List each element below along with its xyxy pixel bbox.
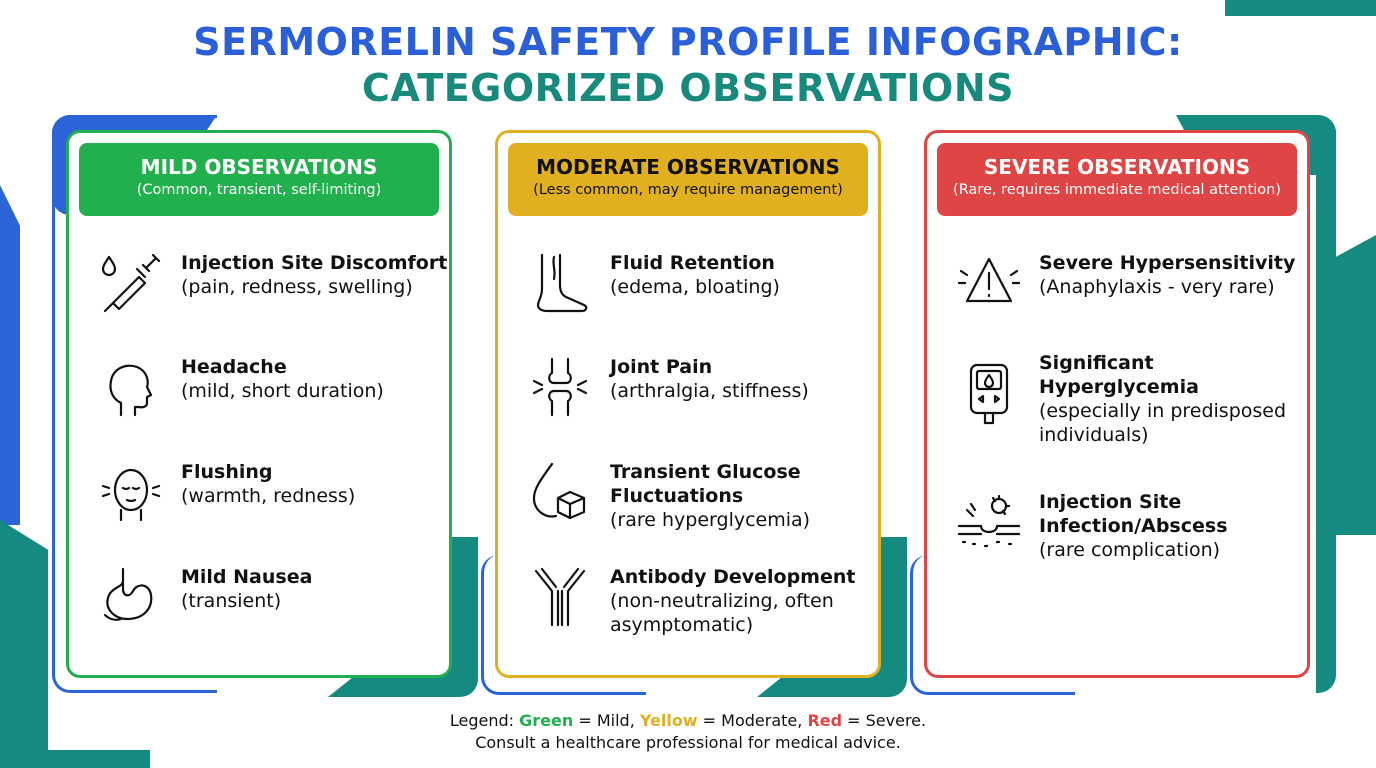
severe-panel: SEVERE OBSERVATIONS (Rare, requires imme… bbox=[910, 115, 1336, 695]
title-line-2: CATEGORIZED OBSERVATIONS bbox=[361, 66, 1015, 110]
severe-heading: SEVERE OBSERVATIONS bbox=[983, 155, 1251, 179]
item-detail: (arthralgia, stiffness) bbox=[610, 380, 809, 402]
teal-right-edge bbox=[1316, 115, 1336, 693]
severe-subheading: (Rare, requires immediate medical attent… bbox=[953, 182, 1281, 198]
bg-shape-bottom-left bbox=[0, 750, 150, 768]
item-name: Flushing bbox=[181, 461, 273, 483]
list-item: Injection Site Discomfort(pain, redness,… bbox=[99, 251, 447, 315]
bg-shape-left-teal bbox=[0, 520, 48, 768]
blue-frame bbox=[481, 555, 646, 695]
head-profile-icon bbox=[109, 364, 153, 417]
item-detail: (transient) bbox=[181, 590, 282, 612]
moderate-subheading: (Less common, may require management) bbox=[533, 182, 843, 198]
item-name: Significant Hyperglycemia bbox=[1039, 352, 1199, 398]
item-name: Joint Pain bbox=[610, 356, 713, 378]
warning-icon bbox=[957, 257, 1021, 303]
bg-shape-left-blue bbox=[0, 185, 20, 525]
glucose-drop-cube-icon bbox=[532, 462, 586, 520]
list-item: Antibody Development(non-neutralizing, o… bbox=[528, 565, 878, 637]
antibody-icon bbox=[534, 567, 586, 627]
bg-shape-right-teal bbox=[1332, 235, 1376, 535]
item-name: Severe Hypersensitivity bbox=[1039, 252, 1296, 274]
syringe-droplet-icon bbox=[101, 253, 161, 313]
mild-header: MILD OBSERVATIONS (Common, transient, se… bbox=[79, 143, 439, 216]
mild-card: MILD OBSERVATIONS (Common, transient, se… bbox=[66, 130, 452, 678]
blue-frame bbox=[910, 555, 1075, 695]
legend: Legend: Green = Mild, Yellow = Moderate,… bbox=[0, 710, 1376, 754]
legend-prefix: Legend: bbox=[449, 711, 520, 730]
disclaimer: Consult a healthcare professional for me… bbox=[475, 733, 901, 752]
moderate-panel: MODERATE OBSERVATIONS (Less common, may … bbox=[481, 115, 907, 697]
item-name: Headache bbox=[181, 356, 287, 378]
flushed-face-icon bbox=[101, 468, 161, 522]
item-detail: (edema, bloating) bbox=[610, 276, 780, 298]
list-item: Headache(mild, short duration) bbox=[99, 355, 384, 419]
severe-card: SEVERE OBSERVATIONS (Rare, requires imme… bbox=[924, 130, 1310, 678]
severe-header: SEVERE OBSERVATIONS (Rare, requires imme… bbox=[937, 143, 1297, 216]
list-item: Mild Nausea(transient) bbox=[99, 565, 312, 629]
legend-green-text: = Mild, bbox=[573, 711, 640, 730]
item-name: Transient Glucose Fluctuations bbox=[610, 461, 801, 507]
item-detail: (warmth, redness) bbox=[181, 485, 356, 507]
list-item: Flushing(warmth, redness) bbox=[99, 460, 355, 524]
list-item: Severe Hypersensitivity(Anaphylaxis - ve… bbox=[957, 251, 1295, 315]
item-detail: (rare complication) bbox=[1039, 539, 1221, 561]
item-detail: (pain, redness, swelling) bbox=[181, 276, 413, 298]
item-detail: (rare hyperglycemia) bbox=[610, 509, 811, 531]
mild-subheading: (Common, transient, self-limiting) bbox=[136, 182, 382, 198]
mild-panel: MILD OBSERVATIONS (Common, transient, se… bbox=[52, 115, 478, 697]
list-item: Injection Site Infection/Abscess(rare co… bbox=[957, 490, 1269, 562]
item-detail: (especially in predisposed individuals) bbox=[1039, 400, 1287, 446]
moderate-header: MODERATE OBSERVATIONS (Less common, may … bbox=[508, 143, 868, 216]
joint-icon bbox=[532, 357, 588, 417]
item-name: Mild Nausea bbox=[181, 566, 313, 588]
legend-red: Red bbox=[807, 711, 843, 730]
item-detail: (non-neutralizing, often asymptomatic) bbox=[610, 590, 834, 636]
legend-red-text: = Severe. bbox=[842, 711, 927, 730]
moderate-card: MODERATE OBSERVATIONS (Less common, may … bbox=[495, 130, 881, 678]
list-item: Fluid Retention(edema, bloating) bbox=[528, 251, 780, 315]
item-detail: (mild, short duration) bbox=[181, 380, 384, 402]
item-detail: (Anaphylaxis - very rare) bbox=[1039, 276, 1275, 298]
glucose-meter-icon bbox=[969, 363, 1009, 425]
legend-yellow-text: = Moderate, bbox=[697, 711, 808, 730]
foot-icon bbox=[536, 253, 588, 313]
skin-infection-icon bbox=[957, 494, 1021, 548]
item-name: Injection Site Infection/Abscess bbox=[1039, 491, 1228, 537]
bg-shape-top-right bbox=[1225, 0, 1376, 16]
stomach-icon bbox=[103, 567, 153, 621]
list-item: Joint Pain(arthralgia, stiffness) bbox=[528, 355, 809, 419]
mild-heading: MILD OBSERVATIONS bbox=[140, 155, 378, 179]
list-item: Transient Glucose Fluctuations(rare hype… bbox=[528, 460, 878, 532]
title-line-1: SERMORELIN SAFETY PROFILE INFOGRAPHIC: bbox=[193, 20, 1183, 64]
legend-green: Green bbox=[519, 711, 574, 730]
legend-yellow: Yellow bbox=[639, 711, 698, 730]
moderate-heading: MODERATE OBSERVATIONS bbox=[536, 155, 840, 179]
item-name: Injection Site Discomfort bbox=[181, 252, 448, 274]
item-name: Antibody Development bbox=[610, 566, 856, 588]
item-name: Fluid Retention bbox=[610, 252, 775, 274]
list-item: Significant Hyperglycemia(especially in … bbox=[957, 351, 1289, 447]
